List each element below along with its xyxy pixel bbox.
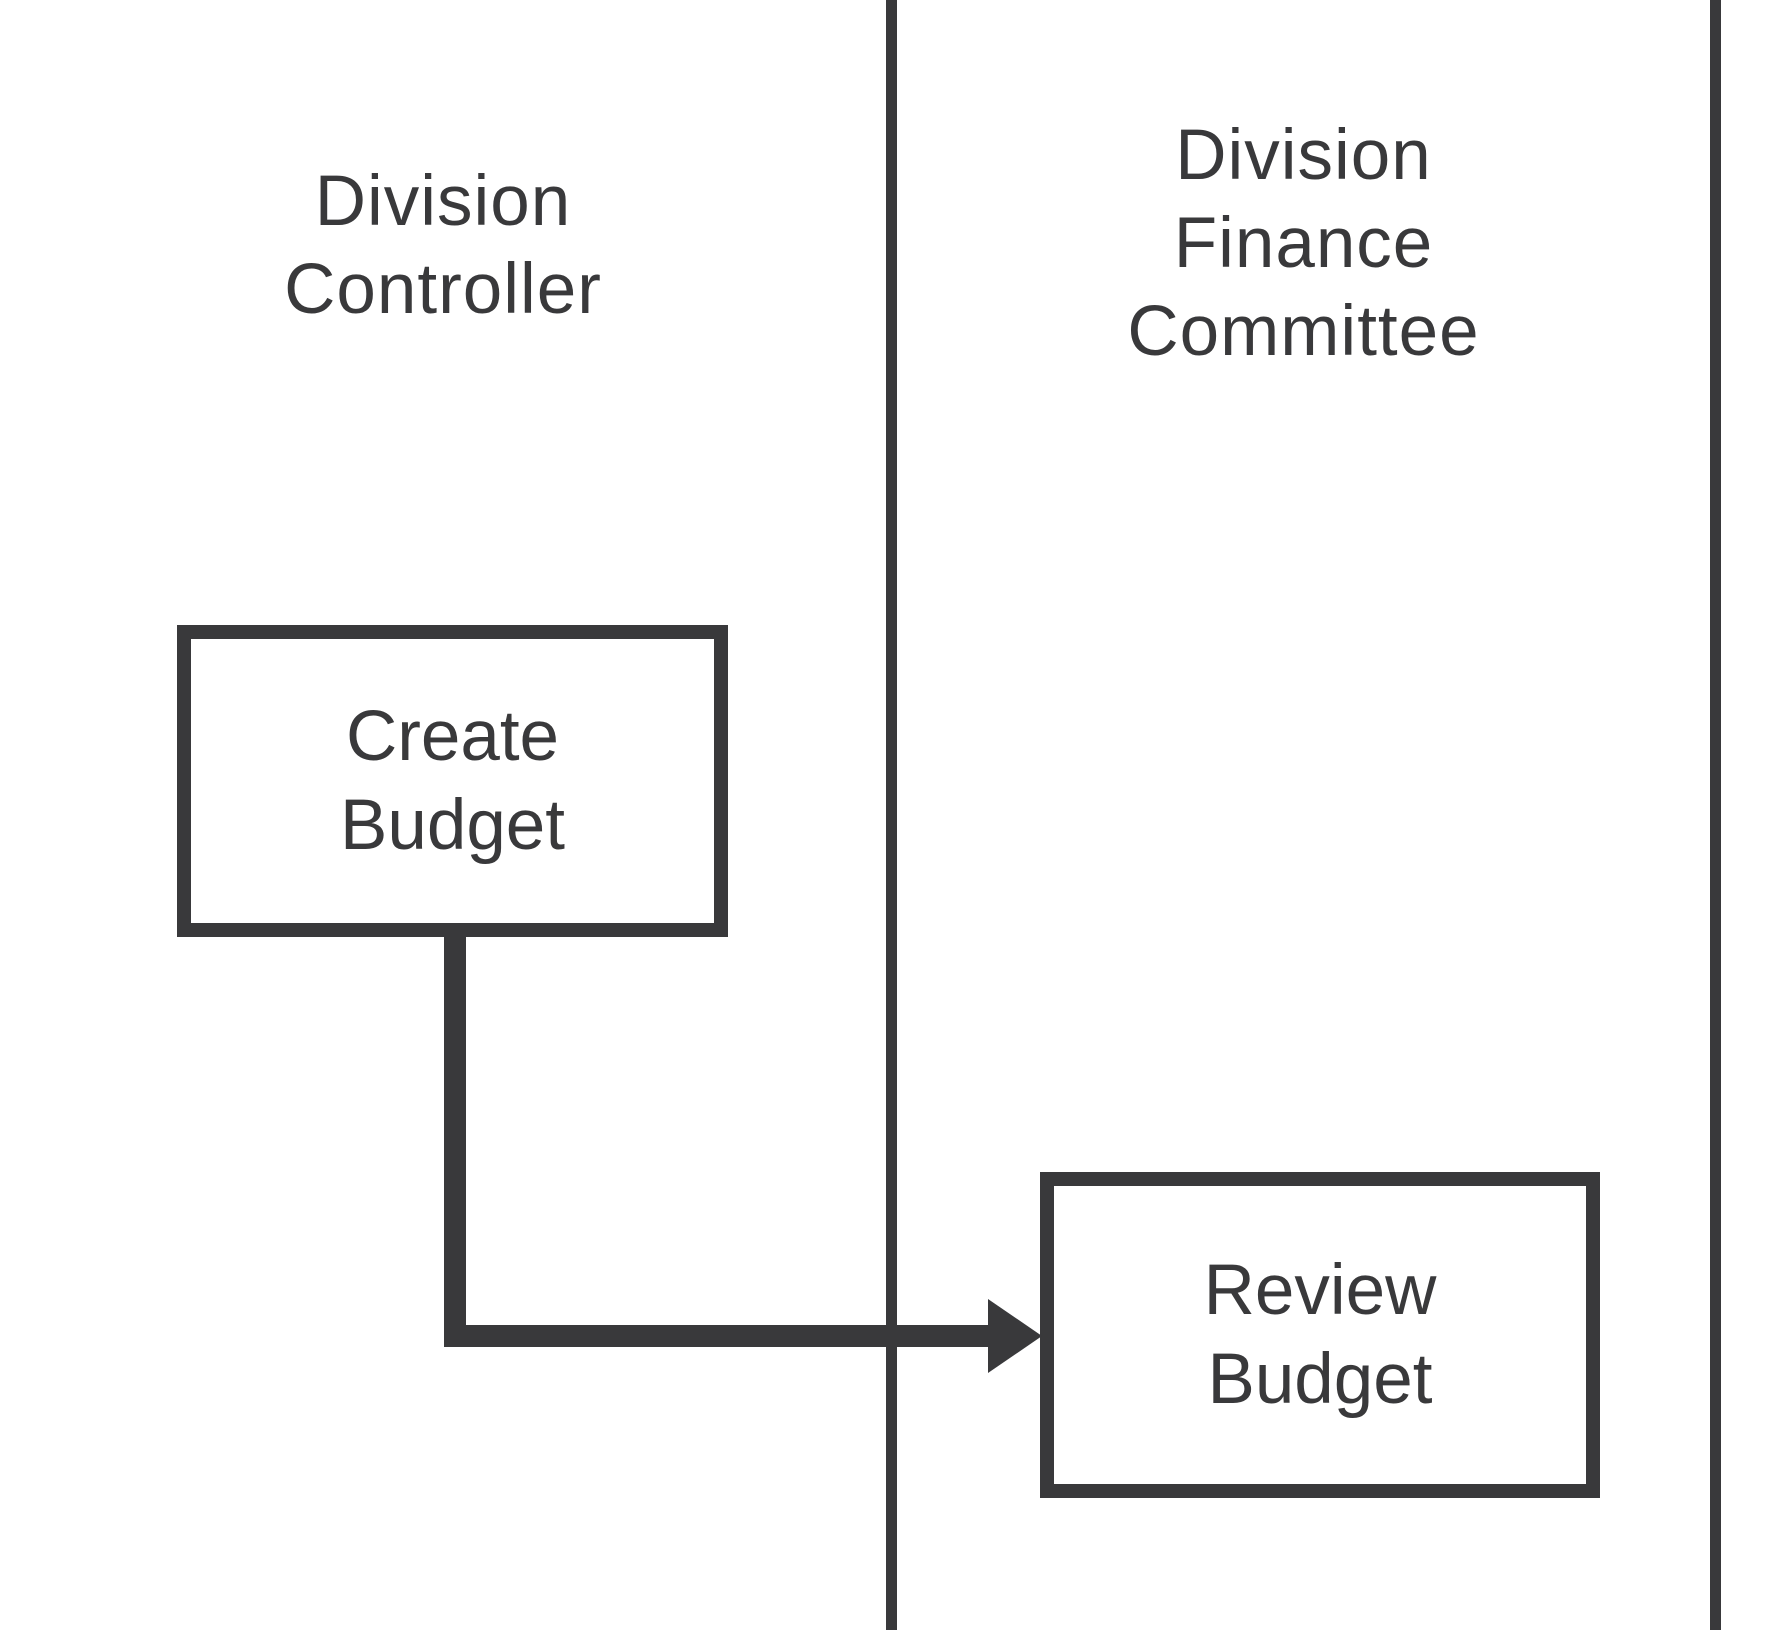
- connector-arrowhead-icon: [988, 1299, 1042, 1373]
- connector-vertical-segment: [444, 930, 466, 1347]
- process-box-create-budget: Create Budget: [177, 625, 728, 937]
- connector-horizontal-segment: [444, 1325, 990, 1347]
- lane-right-border-line: [1710, 0, 1721, 1630]
- lane-title-division-controller: Division Controller: [284, 162, 602, 329]
- process-box-review-budget: Review Budget: [1040, 1172, 1600, 1498]
- lane-divider-line: [886, 0, 897, 1630]
- process-box-label: Create Budget: [339, 697, 566, 865]
- lane-title-division-finance-committee: Division Finance Committee: [1127, 116, 1480, 371]
- process-box-label: Review Budget: [1203, 1251, 1437, 1419]
